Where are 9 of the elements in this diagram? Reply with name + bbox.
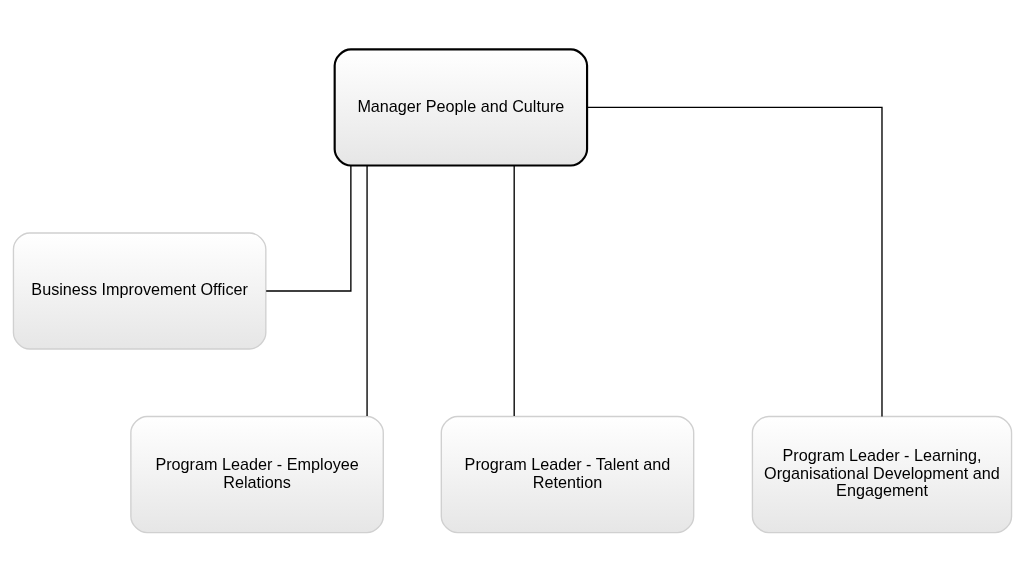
- node-box: Business Improvement Officer: [12, 231, 267, 350]
- connector: [586, 106, 883, 417]
- connector: [513, 164, 515, 417]
- node-box: Manager People and Culture: [333, 47, 589, 167]
- connector: [366, 164, 368, 417]
- node-box: Program Leader - Talent and Retention: [440, 415, 695, 533]
- node-box: Program Leader - Employee Relations: [130, 415, 384, 533]
- connector: [265, 164, 352, 292]
- node-box: Program Leader - Learning, Organisational Development and Engagement: [751, 415, 1013, 533]
